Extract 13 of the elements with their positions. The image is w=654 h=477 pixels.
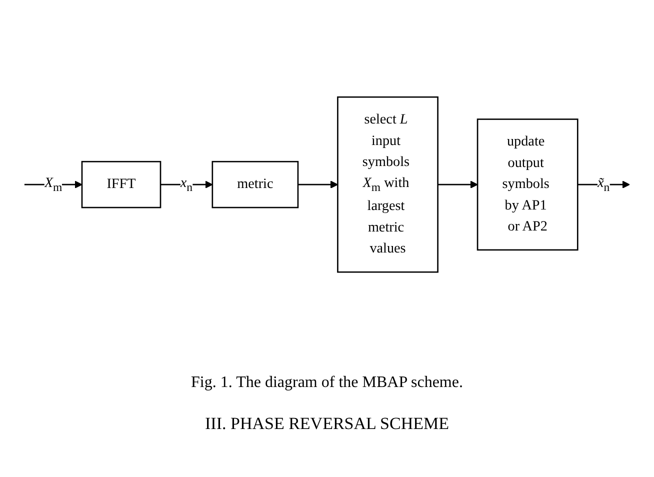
node-box: update output symbols by AP1 or AP2 (476, 118, 578, 251)
caption: Fig. 1. The diagram of the MBAP scheme. (191, 374, 463, 392)
node-box: select L input symbols X$_{m}$ with largest metric values (337, 96, 438, 274)
node-box: IFFT (81, 161, 162, 209)
arrow (438, 181, 478, 189)
arrow (24, 181, 82, 189)
arrow (298, 181, 338, 189)
edge-label: x$_{n}$ (180, 176, 193, 194)
section-heading: III. PHASE REVERSAL SCHEME (205, 414, 449, 434)
arrow (160, 181, 213, 189)
node-box: metric (212, 161, 299, 209)
edge-label: x̃$_{n}$ (598, 176, 610, 194)
arrow (578, 181, 630, 189)
